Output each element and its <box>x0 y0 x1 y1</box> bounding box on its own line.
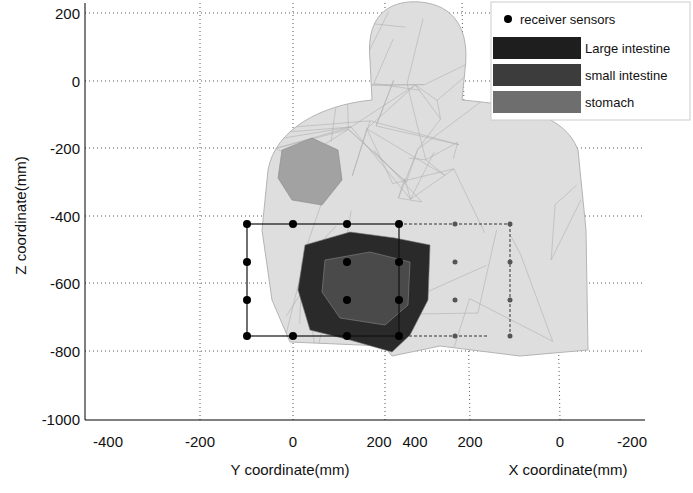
sensor-dot <box>508 298 513 303</box>
sensor-dot <box>243 220 251 228</box>
axis-title: X coordinate(mm) <box>508 462 627 477</box>
axes <box>85 3 645 420</box>
tick-label: 400 <box>402 434 427 449</box>
sensor-dot <box>395 220 403 228</box>
tick-label: -200 <box>50 141 80 156</box>
sensor-dot <box>453 334 458 339</box>
sensor-dot <box>395 296 403 304</box>
sensor-dot <box>343 332 351 340</box>
legend-box <box>491 2 690 120</box>
tick-label: 200 <box>366 434 391 449</box>
sensor-dot <box>243 296 251 304</box>
sensor-dot <box>343 220 351 228</box>
legend-swatch <box>493 37 581 59</box>
tick-label: -400 <box>93 434 123 449</box>
legend-swatch <box>493 64 581 86</box>
sensor-dot <box>289 220 297 228</box>
tick-label: -600 <box>50 276 80 291</box>
sensor-dot <box>343 296 351 304</box>
tick-label: -200 <box>617 434 647 449</box>
tick-label: 200 <box>55 6 80 21</box>
large-intestine <box>298 232 430 352</box>
small-intestine <box>322 252 410 325</box>
sensor-dot <box>395 332 403 340</box>
legend-text: small intestine <box>585 69 667 82</box>
sensor-dot <box>289 332 297 340</box>
tick-label: 0 <box>556 434 564 449</box>
tick-label: -800 <box>50 344 80 359</box>
stomach <box>278 138 342 205</box>
sensor-dot <box>343 258 351 266</box>
tick-label: -1000 <box>42 412 80 427</box>
sensor-dot <box>395 258 403 266</box>
legend-sensor-dot <box>504 15 512 23</box>
tick-label: 0 <box>289 434 297 449</box>
legend-swatch <box>493 91 581 113</box>
sensor-dot <box>453 260 458 265</box>
receiver-sensors <box>243 220 513 340</box>
tick-label: -400 <box>50 209 80 224</box>
sensor-dot <box>453 298 458 303</box>
tick-label: 0 <box>72 74 80 89</box>
sensor-dot <box>508 334 513 339</box>
axis-title: Z coordinate(mm) <box>13 156 28 274</box>
sensor-frame <box>247 224 399 336</box>
legend-text: receiver sensors <box>520 13 615 26</box>
body-mesh <box>262 0 588 356</box>
tick-label: -200 <box>185 434 215 449</box>
sensor-dot <box>453 222 458 227</box>
sensor-dot <box>508 260 513 265</box>
legend-text: Large intestine <box>585 42 670 55</box>
sensor-dot <box>243 332 251 340</box>
tick-label: 200 <box>457 434 482 449</box>
sensor-dot <box>243 258 251 266</box>
sensor-dot <box>508 222 513 227</box>
sensor-side-frame <box>399 224 510 336</box>
axis-title: Y coordinate(mm) <box>231 462 350 477</box>
legend-text: stomach <box>585 96 634 109</box>
